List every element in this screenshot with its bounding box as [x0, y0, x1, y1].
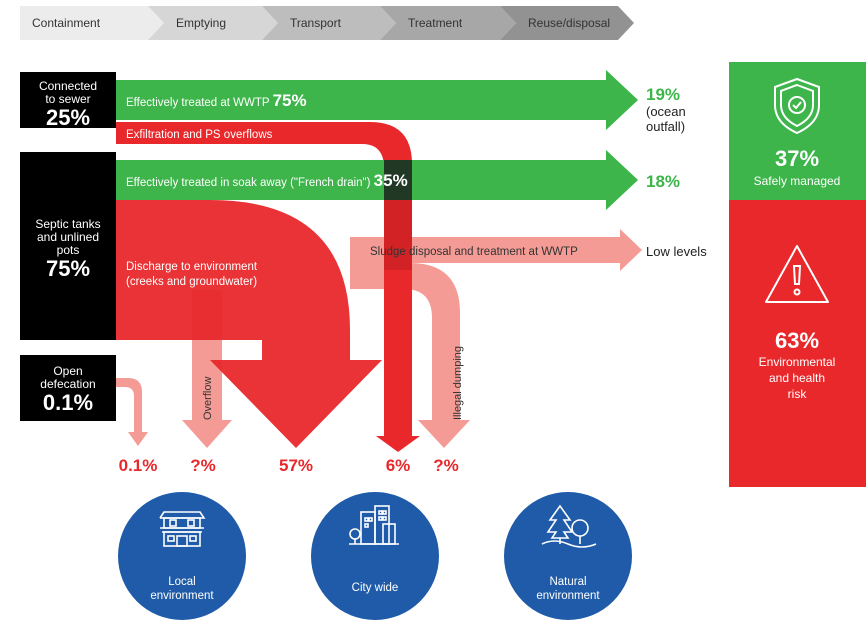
wwtp-label: Effectively treated at WWTP 75%	[126, 91, 307, 110]
source-sewer-pct: 25%	[45, 105, 91, 130]
shield-check-icon	[774, 77, 820, 135]
stage-label-emptying: Emptying	[176, 16, 226, 30]
buildings-icon	[349, 505, 399, 545]
safe-flows	[116, 70, 638, 210]
destination-local-label-1: Local	[168, 576, 196, 588]
wwtp-arrow	[116, 70, 638, 130]
exfiltration-overlap	[384, 160, 412, 200]
source-open-defecation: Open defecation 0.1%	[20, 355, 116, 421]
stage-containment	[20, 6, 164, 40]
exfiltration-flow	[116, 122, 420, 452]
stage-emptying	[148, 6, 278, 40]
source-open-label: Open defecation	[40, 364, 96, 391]
summary-panel: 37% Safely managed 63% Environmental and…	[729, 62, 866, 487]
illegal-dumping-flow	[350, 263, 470, 448]
discharge-label-2: (creeks and groundwater)	[126, 276, 257, 288]
warning-icon	[765, 245, 829, 303]
destination-city-label-1: City wide	[352, 582, 399, 594]
risk-label-2: and health	[769, 371, 825, 385]
bottom-value-open-defecation: 0.1%	[119, 456, 158, 475]
bottom-value-discharge: 57%	[279, 456, 313, 475]
soak-away-arrow	[116, 150, 638, 210]
safe-label: Safely managed	[754, 174, 841, 188]
stage-transport	[262, 6, 396, 40]
destination-natural-label-1: Natural	[549, 576, 586, 588]
soak-pct: 18%	[646, 172, 680, 191]
stage-label-containment: Containment	[32, 16, 101, 30]
sludge-arrow	[350, 229, 642, 271]
destinations: Local environment City wide Natural envi…	[118, 492, 632, 620]
source-septic-tanks: Septic tanks and unlined pots 75%	[20, 152, 116, 340]
risk-pct: 63%	[775, 328, 819, 353]
safe-pct: 37%	[775, 146, 819, 171]
destination-natural	[504, 492, 632, 620]
source-septic-label: Septic tanks and unlined pots	[35, 217, 101, 257]
source-connected-to-sewer: Connected to sewer 25%	[20, 72, 116, 130]
sludge-label: Sludge disposal and treatment at WWTP	[370, 246, 578, 258]
soak-away-label: Effectively treated in soak away ("Frenc…	[126, 171, 408, 190]
destination-local	[118, 492, 246, 620]
open-defecation-flow	[116, 378, 148, 446]
trees-icon	[541, 504, 597, 548]
destination-natural-label-2: environment	[536, 590, 600, 602]
illegal-dumping-label: Illegal dumping	[452, 346, 464, 420]
bottom-value-exfiltration: 6%	[386, 456, 411, 475]
overflow-label: Overflow	[202, 377, 214, 420]
bottom-value-overflow: ?%	[190, 456, 216, 475]
stage-reuse-disposal	[500, 6, 634, 40]
bottom-value-dumping: ?%	[433, 456, 459, 475]
source-septic-pct: 75%	[45, 256, 91, 281]
discharge-flows	[116, 122, 420, 452]
destination-city	[311, 492, 439, 620]
risk-label-3: risk	[788, 387, 808, 401]
source-open-pct: 0.1%	[42, 390, 94, 415]
source-sewer-label: Connected to sewer	[38, 79, 98, 106]
ocean-note-2: outfall)	[646, 119, 685, 134]
risk-label-1: Environmental	[759, 355, 836, 369]
exfiltration-label: Exfiltration and PS overflows	[126, 129, 273, 141]
stage-label-reuse: Reuse/disposal	[528, 16, 610, 30]
stage-bar: Containment Emptying Transport Treatment…	[20, 6, 634, 40]
discharge-label-1: Discharge to environment	[126, 261, 258, 273]
exfiltration-overlap-discharge	[384, 200, 412, 270]
ocean-note-1: (ocean	[646, 104, 686, 119]
ocean-pct: 19%	[646, 85, 680, 104]
discharge-main-flow	[116, 200, 382, 448]
destination-local-label-2: environment	[150, 590, 214, 602]
stage-label-transport: Transport	[290, 16, 342, 30]
bottom-values: 0.1% ?% 57% 6% ?%	[119, 456, 459, 475]
sludge-outcome: Low levels	[646, 244, 707, 259]
stage-treatment	[380, 6, 516, 40]
stage-label-treatment: Treatment	[408, 16, 463, 30]
house-icon	[159, 511, 206, 547]
